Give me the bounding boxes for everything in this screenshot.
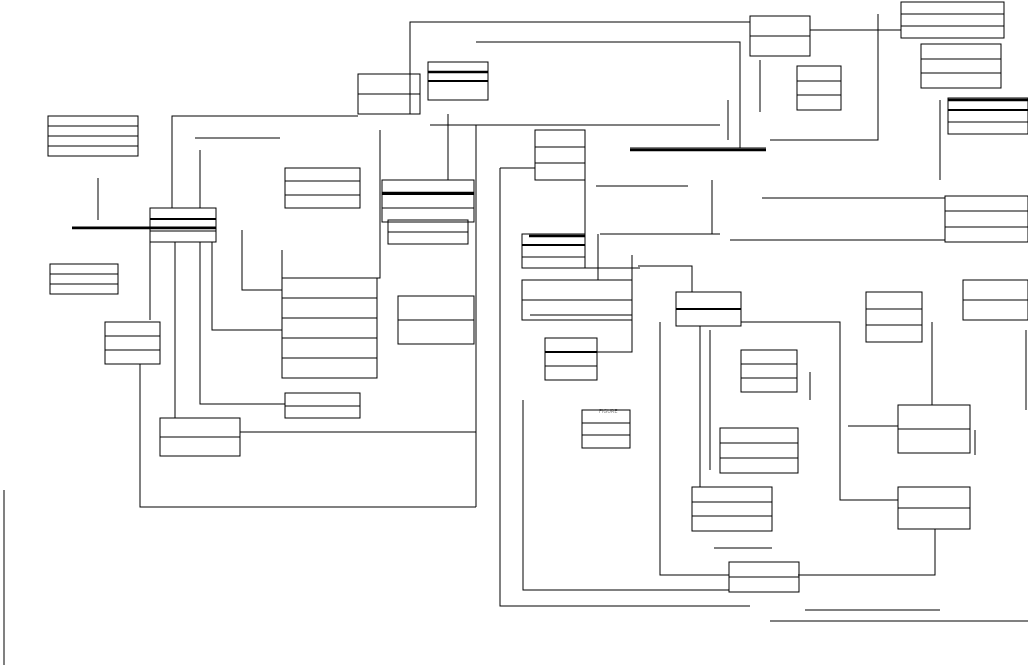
- relationship-line: [798, 529, 936, 576]
- entity-table[interactable]: [284, 167, 361, 209]
- entity-table[interactable]: [387, 219, 469, 245]
- entity-table[interactable]: [104, 321, 161, 365]
- entity-table[interactable]: [397, 295, 475, 345]
- entity-table-border: [534, 129, 586, 181]
- relationship-line: [659, 322, 729, 576]
- entity-table[interactable]: [749, 15, 811, 57]
- entity-table[interactable]: [521, 233, 586, 269]
- entity-table[interactable]: [284, 392, 361, 419]
- entity-table[interactable]: [357, 73, 421, 115]
- entity-table[interactable]: [796, 65, 842, 111]
- relationship-line: [171, 115, 358, 208]
- entity-table[interactable]: [740, 349, 798, 393]
- entity-table-border: [521, 233, 586, 269]
- relationship-line: [741, 321, 898, 501]
- entity-table-border: [149, 207, 217, 243]
- relationship-line: [241, 230, 283, 291]
- relationship-line: [139, 364, 476, 508]
- entity-table[interactable]: [521, 279, 633, 321]
- entity-table-border: [719, 427, 799, 474]
- relationship-line: [638, 265, 693, 292]
- entity-table-border: [284, 167, 361, 209]
- entity-table-border: [104, 321, 161, 365]
- entity-table-border: [796, 65, 842, 111]
- entity-table[interactable]: [719, 427, 799, 474]
- relationship-line: [762, 197, 946, 240]
- entity-table[interactable]: [427, 61, 489, 101]
- entity-table[interactable]: [865, 291, 923, 343]
- entity-table-border: [947, 97, 1028, 135]
- entity-table-border: [900, 1, 1005, 39]
- relationship-line: [476, 41, 741, 148]
- entity-table[interactable]: [581, 409, 631, 449]
- entity-table-border: [944, 195, 1028, 243]
- relationship-line: [409, 21, 750, 114]
- entity-table[interactable]: [728, 561, 800, 593]
- entity-table-border: [691, 486, 773, 532]
- entity-table[interactable]: [47, 115, 139, 157]
- entity-table[interactable]: [962, 279, 1028, 321]
- entity-table[interactable]: [944, 195, 1028, 243]
- entity-table[interactable]: [149, 207, 217, 243]
- relationship-line: [430, 124, 477, 180]
- entity-table-border: [581, 409, 631, 449]
- relationship-line: [211, 242, 282, 331]
- relationship-line: [597, 255, 633, 353]
- entity-table-border: [740, 349, 798, 393]
- relationship-line: [522, 400, 729, 591]
- entity-table[interactable]: [897, 486, 971, 530]
- entity-table-border: [544, 337, 598, 381]
- entity-table[interactable]: [897, 404, 971, 454]
- relationship-line: [360, 130, 381, 279]
- entity-table[interactable]: [675, 291, 742, 327]
- entity-table[interactable]: [159, 417, 241, 457]
- entity-table-border: [381, 179, 475, 223]
- entity-table-border: [49, 263, 119, 295]
- entity-table[interactable]: [49, 263, 119, 295]
- entity-table[interactable]: [900, 1, 1005, 39]
- entity-table[interactable]: [544, 337, 598, 381]
- entity-table-border: [281, 277, 378, 379]
- entity-table[interactable]: [534, 129, 586, 181]
- entity-table-border: [920, 43, 1002, 89]
- entity-table[interactable]: [281, 277, 378, 379]
- relationship-line: [199, 242, 285, 405]
- relationship-line: [770, 14, 879, 141]
- entity-table[interactable]: [691, 486, 773, 532]
- entity-table[interactable]: [947, 97, 1028, 135]
- entity-table[interactable]: [381, 179, 475, 223]
- entity-table[interactable]: [920, 43, 1002, 89]
- relationship-line: [499, 168, 750, 607]
- entity-table-border: [865, 291, 923, 343]
- table-caption-label: FIGURE: [599, 409, 618, 415]
